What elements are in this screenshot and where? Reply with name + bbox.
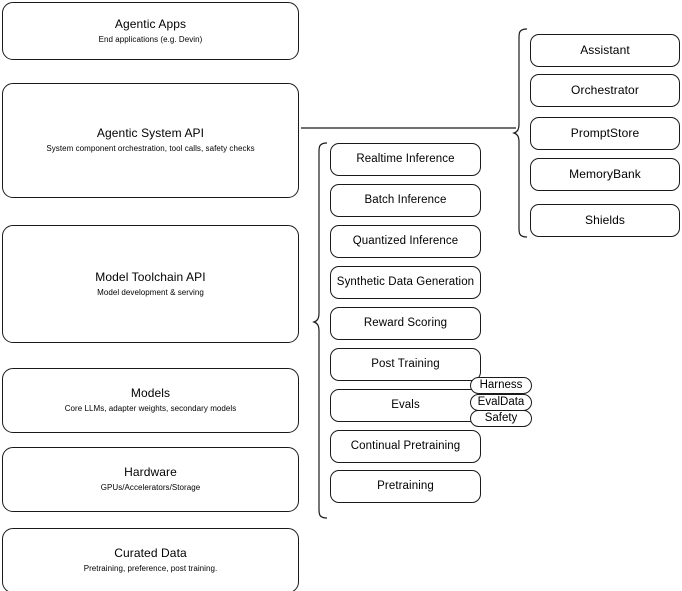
layer-subtitle: Model development & serving [97,287,204,297]
capability-box-realtime-inference[interactable]: Realtime Inference [330,143,481,176]
component-box-promptstore[interactable]: PromptStore [530,117,680,150]
layer-box-agentic-apps[interactable]: Agentic Apps End applications (e.g. Devi… [2,2,299,60]
layer-box-models[interactable]: Models Core LLMs, adapter weights, secon… [2,368,299,433]
capability-title: Post Training [371,358,440,370]
component-box-memorybank[interactable]: MemoryBank [530,158,680,191]
layer-title: Hardware [124,465,177,479]
layer-box-agentic-system-api[interactable]: Agentic System API System component orch… [2,83,299,198]
capability-box-quantized-inference[interactable]: Quantized Inference [330,225,481,258]
capability-title: Pretraining [377,480,434,492]
component-title: Orchestrator [571,83,639,97]
evals-pill-safety[interactable]: Safety [470,410,532,427]
capability-title: Reward Scoring [363,317,448,329]
capability-box-reward-scoring[interactable]: Reward Scoring [330,307,481,340]
layer-box-curated-data[interactable]: Curated Data Pretraining, preference, po… [2,528,299,591]
layer-subtitle: Core LLMs, adapter weights, secondary mo… [64,404,237,413]
right-brace [512,28,528,238]
layer-title: Curated Data [114,546,187,560]
layer-subtitle: Pretraining, preference, post training. [83,564,218,573]
middle-brace [312,142,328,519]
capability-title: Realtime Inference [356,153,455,165]
component-box-shields[interactable]: Shields [530,204,680,237]
layer-box-model-toolchain-api[interactable]: Model Toolchain API Model development & … [2,225,299,343]
capability-title: Synthetic Data Generation [336,276,475,288]
capability-title: Evals [391,399,420,411]
component-title: Shields [584,213,626,227]
capability-title: Batch Inference [364,194,447,206]
layer-title: Agentic System API [96,126,205,140]
capability-title: Continual Pretraining [350,440,461,452]
component-title: Assistant [580,43,630,57]
capability-box-evals[interactable]: Evals [330,389,481,422]
evals-pill-harness[interactable]: Harness [470,377,532,394]
component-title: PromptStore [570,126,640,140]
capability-box-synthetic-data-generation[interactable]: Synthetic Data Generation [330,266,481,299]
layer-subtitle: End applications (e.g. Devin) [98,34,203,44]
component-box-orchestrator[interactable]: Orchestrator [530,74,680,107]
capability-box-post-training[interactable]: Post Training [330,348,481,381]
component-box-assistant[interactable]: Assistant [530,34,680,67]
layer-subtitle: GPUs/Accelerators/Storage [100,483,201,492]
capability-box-pretraining[interactable]: Pretraining [330,470,481,503]
evals-pill-evaldata[interactable]: EvalData [470,394,532,411]
component-title: MemoryBank [569,167,641,181]
capability-box-batch-inference[interactable]: Batch Inference [330,184,481,217]
layer-subtitle: System component orchestration, tool cal… [46,144,255,153]
layer-title: Model Toolchain API [95,269,206,284]
capability-title: Quantized Inference [352,235,459,247]
layer-title: Models [130,386,171,400]
layer-box-hardware[interactable]: Hardware GPUs/Accelerators/Storage [2,447,299,512]
capability-box-continual-pretraining[interactable]: Continual Pretraining [330,430,481,463]
layer-title: Agentic Apps [114,16,187,31]
